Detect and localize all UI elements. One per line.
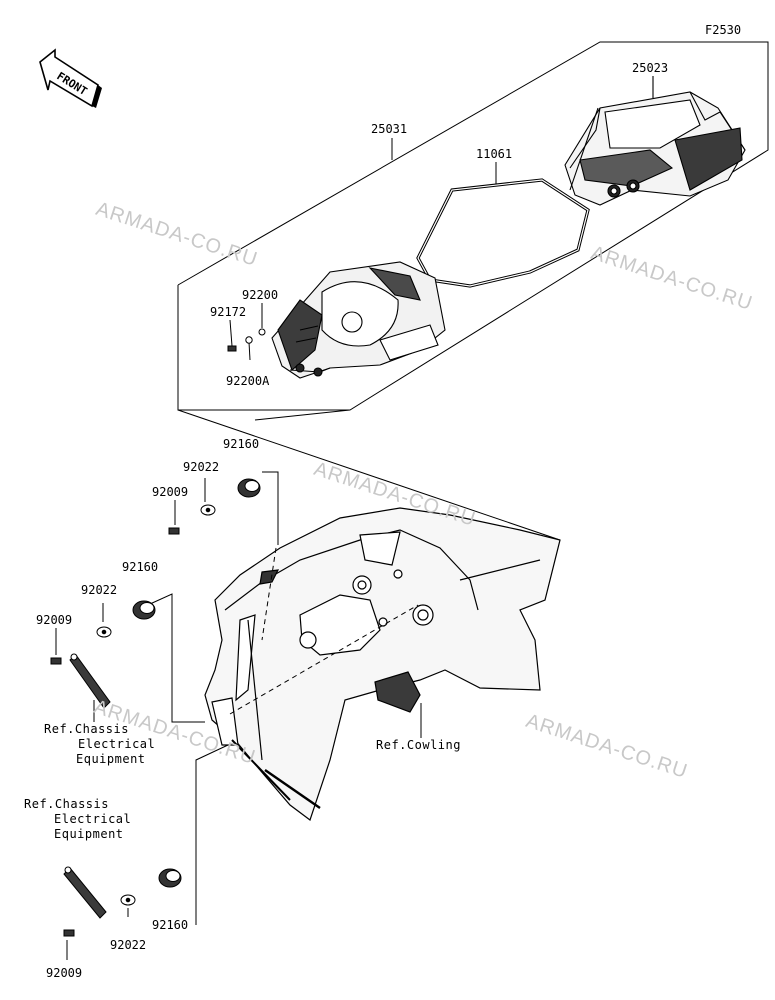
part-number-92022[interactable]: 92022 (183, 460, 220, 474)
grommet-set-middle (50, 600, 156, 709)
ref-line: Ref.Chassis (24, 797, 109, 811)
part-number-92200A[interactable]: 92200A (226, 374, 270, 388)
part-number-92009[interactable]: 92009 (36, 613, 73, 627)
meter-cover-part (564, 76, 746, 206)
part-number-92160[interactable]: 92160 (152, 918, 189, 932)
ref-cowling[interactable]: Ref.Cowling (376, 738, 461, 752)
ref-line: Equipment (76, 752, 146, 766)
part-number-92022[interactable]: 92022 (81, 583, 118, 597)
front-arrow-icon: FRONT (39, 48, 102, 108)
ref-line: Electrical (78, 737, 156, 751)
part-number-92022[interactable]: 92022 (110, 938, 147, 952)
ref-line: Equipment (54, 827, 124, 841)
ref-chassis-electrical-lower[interactable]: Ref.Chassis Electrical Equipment (24, 797, 131, 842)
ref-line: Ref.Chassis (44, 722, 129, 736)
part-number-92160[interactable]: 92160 (223, 437, 260, 451)
part-number-92009[interactable]: 92009 (152, 485, 189, 499)
part-number-25023[interactable]: 25023 (632, 61, 669, 75)
gasket-part (416, 162, 590, 288)
assembly-outline (177, 41, 769, 541)
cowling-bracket-part (204, 507, 561, 821)
ref-line: Electrical (54, 812, 132, 826)
part-number-92200[interactable]: 92200 (242, 288, 279, 302)
grommet-set-lower (63, 866, 182, 937)
part-number-92172[interactable]: 92172 (210, 305, 247, 319)
part-number-11061[interactable]: 11061 (476, 147, 513, 161)
meter-fasteners (227, 303, 266, 361)
part-number-92160[interactable]: 92160 (122, 560, 159, 574)
part-number-92009[interactable]: 92009 (46, 966, 83, 980)
grommet-set-upper (168, 478, 261, 535)
meter-unit-part (271, 261, 446, 379)
figure-code: F2530 (705, 23, 742, 37)
ref-chassis-electrical-upper[interactable]: Ref.Chassis Electrical Equipment (44, 722, 155, 767)
part-number-25031[interactable]: 25031 (371, 122, 408, 136)
leader-lines (55, 471, 422, 960)
